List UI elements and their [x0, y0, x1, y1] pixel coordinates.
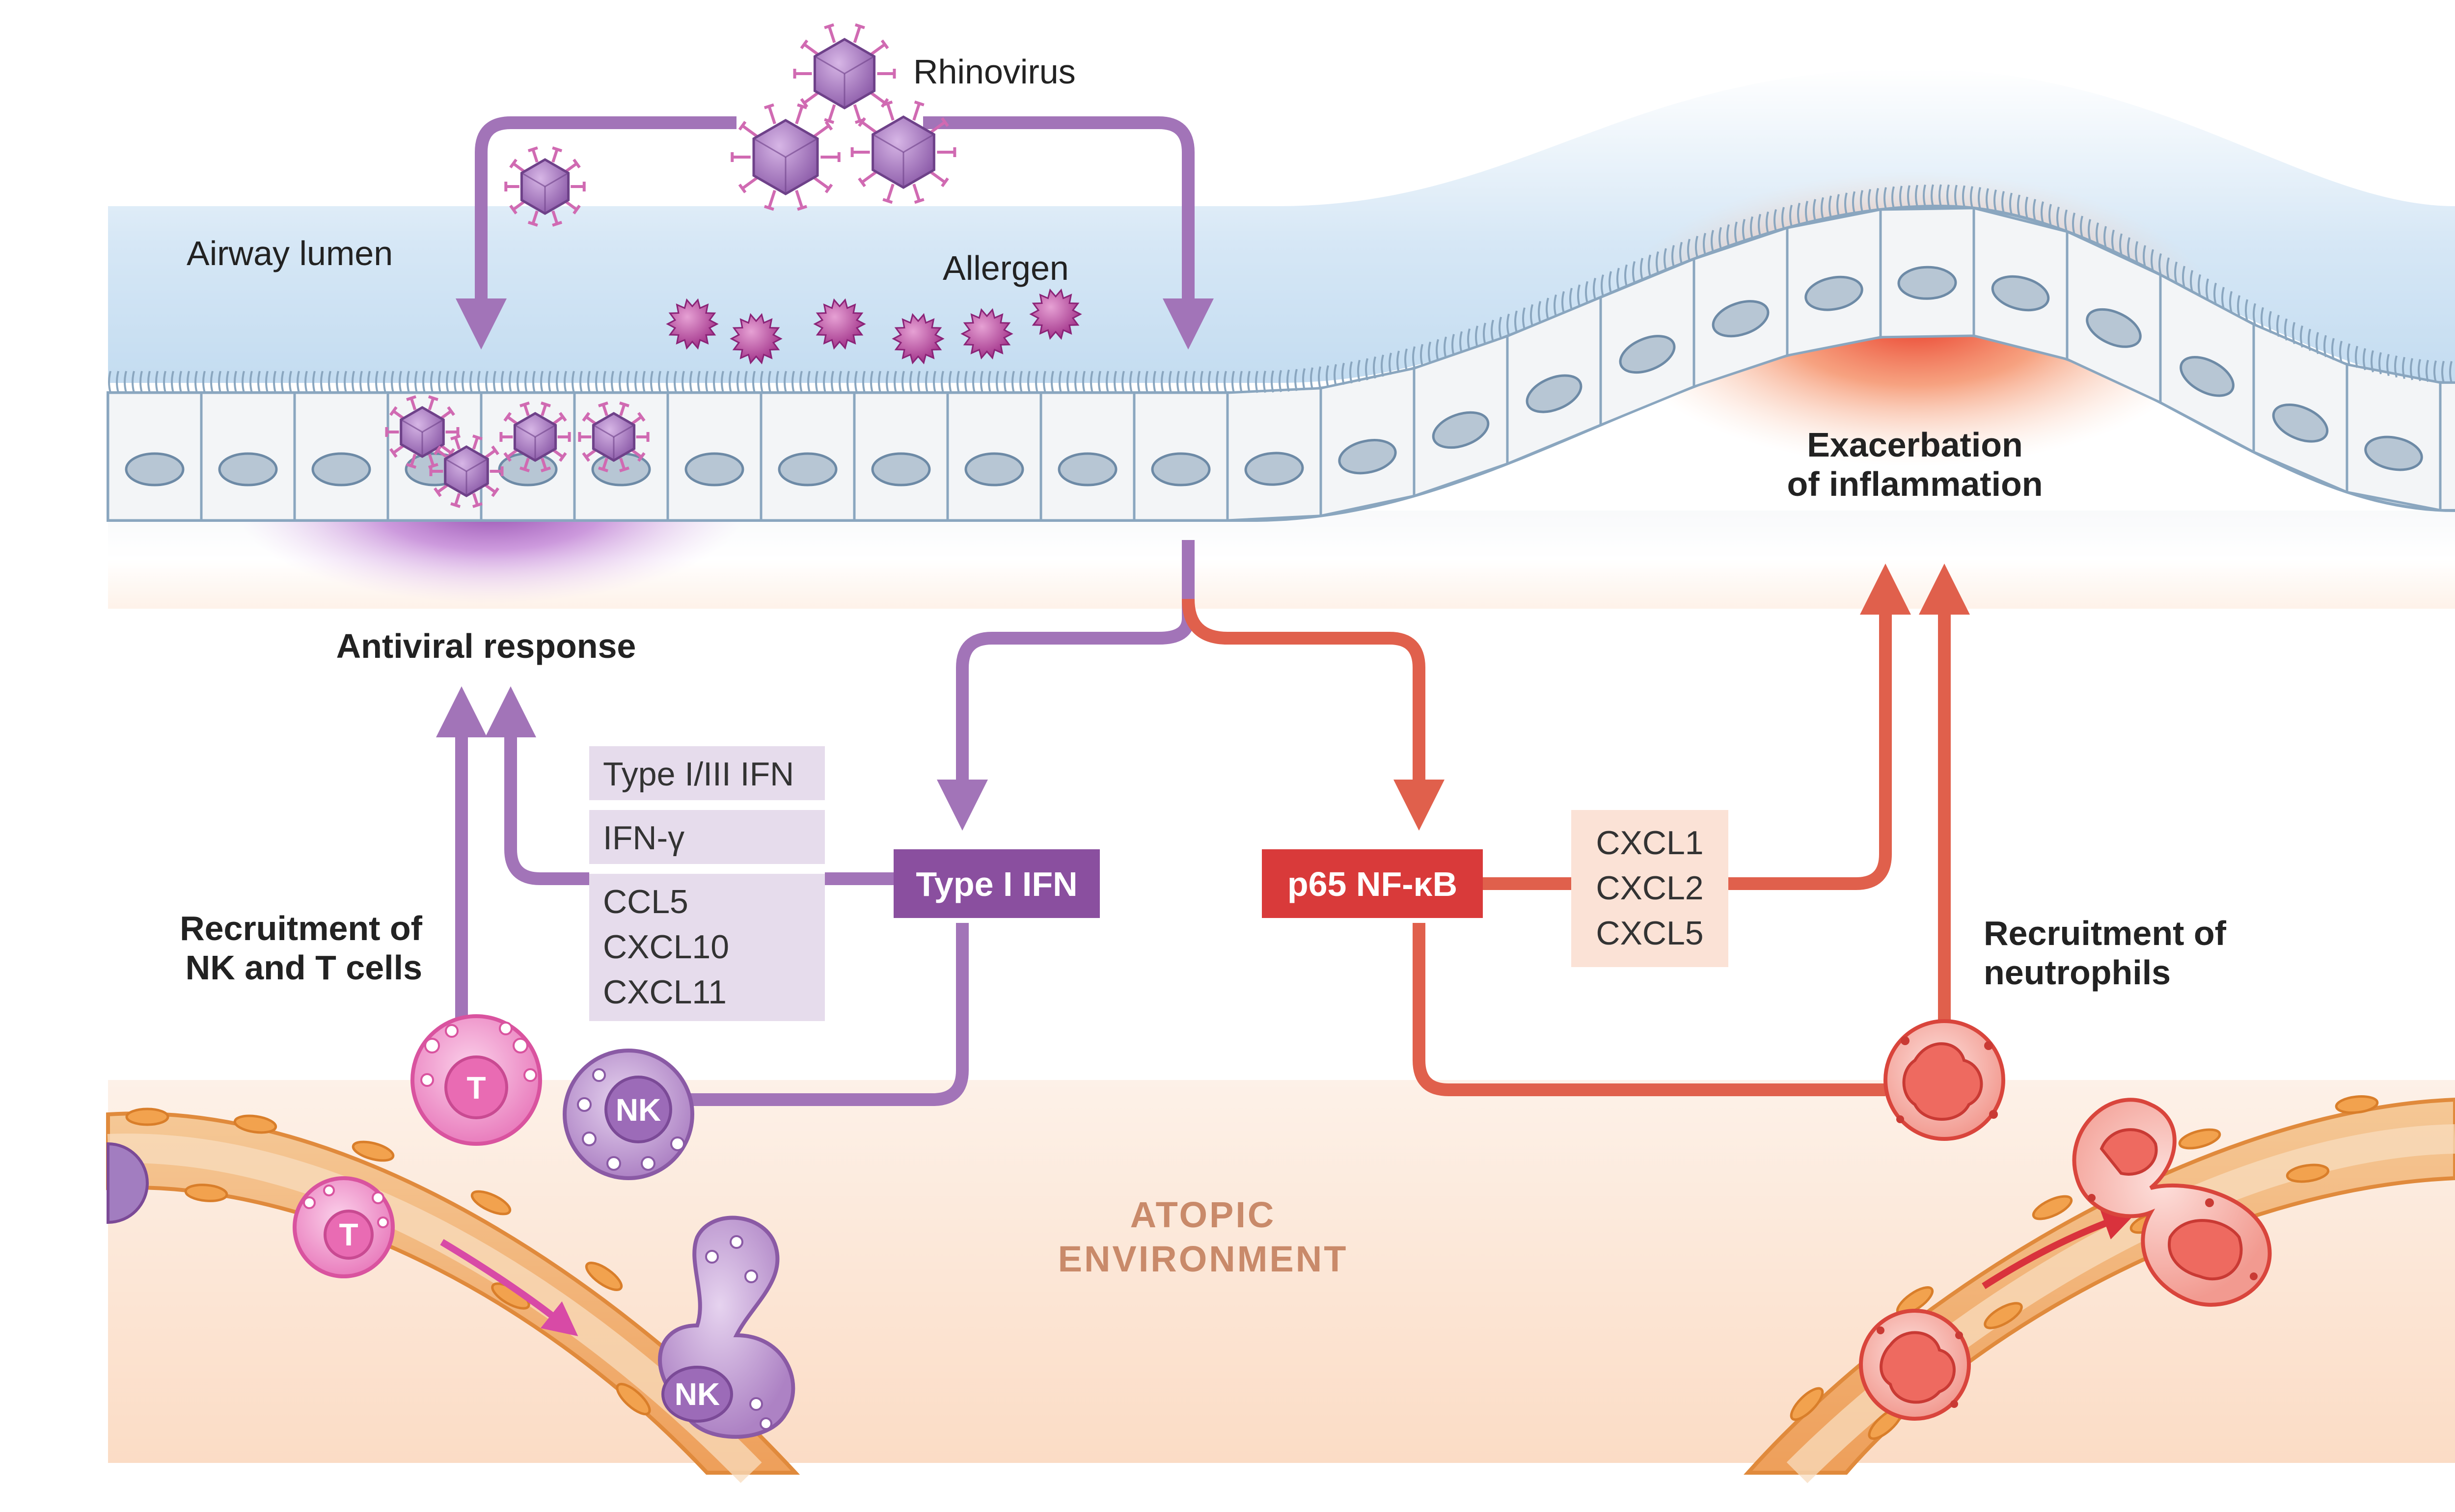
rhinovirus-particle [504, 146, 586, 227]
t-cell-in-vessel-label: T [339, 1217, 358, 1252]
neutrophil-migration-arrow [1982, 1207, 2137, 1289]
nk-cell-extravasating-label: NK [675, 1377, 720, 1412]
recruit-neutrophil-label-1: Recruitment of [1984, 914, 2227, 952]
t-cell-in-vessel: T [293, 1176, 395, 1278]
rhinovirus-particle [793, 23, 896, 124]
ifn-list-item-2: IFN-γ [603, 819, 684, 857]
type1-ifn-label: Type I IFN [916, 865, 1077, 903]
atopic-label-1: ATOPIC [1130, 1194, 1276, 1235]
cell-nucleus [1619, 335, 1676, 374]
type1-ifn-box: Type I IFN [894, 849, 1100, 918]
cell-nucleus [1338, 439, 1397, 475]
cell-nucleus [218, 452, 278, 486]
cell-nucleus [2364, 435, 2423, 471]
cell-nucleus [871, 452, 931, 486]
recruit-neutrophil-label-2: neutrophils [1984, 953, 2171, 992]
neutrophil [1883, 1019, 2005, 1141]
cell-nucleus [2180, 356, 2235, 397]
cell-nucleus [1526, 374, 1582, 413]
rhinovirus-particle [731, 103, 841, 211]
virus-to-left-arrow [456, 116, 736, 350]
cell-nucleus [964, 452, 1024, 486]
cell-nucleus [1151, 452, 1211, 486]
chemokine-left-1: CCL5 [603, 883, 688, 920]
rhinovirus-particle [499, 401, 571, 473]
to-nfkb-arrow [1182, 598, 1445, 831]
rhinovirus-particle [429, 434, 504, 508]
ifn-list-box: Type I/III IFN IFN-γ [589, 746, 825, 864]
atopic-label-2: ENVIRONMENT [1058, 1239, 1348, 1279]
cell-nucleus [684, 452, 744, 486]
ifn-to-nk-line [682, 923, 969, 1106]
allergen-particle [892, 313, 945, 365]
nk-cell-label: NK [616, 1092, 661, 1128]
chemokines-left-box: CCL5 CXCL10 CXCL11 [589, 874, 825, 1021]
chemokines-to-antiviral-arrow [485, 686, 589, 885]
t-cell-label: T [466, 1070, 486, 1106]
tcell-migration-arrow [440, 1239, 578, 1336]
cell-nucleus [1804, 275, 1863, 311]
cell-nucleus [311, 452, 371, 486]
rhinovirus-particle [578, 401, 650, 473]
cell-nucleus [1058, 452, 1118, 486]
cell-nucleus [1712, 300, 1770, 338]
chemokines-right-box: CXCL1 CXCL2 CXCL5 [1571, 810, 1728, 967]
nfkb-label: p65 NF-κB [1287, 865, 1457, 903]
partial-cell-left-edge [107, 1142, 149, 1224]
rhinovirus-particle [850, 100, 956, 204]
chemokine-right-3: CXCL5 [1596, 915, 1703, 952]
epithelial-cell [2439, 381, 2455, 512]
exacerbation-label-1: Exacerbation [1807, 426, 2023, 464]
cilia [108, 184, 2453, 393]
rhinovirus-particle [385, 395, 460, 469]
cell-nucleus [2272, 404, 2329, 443]
recruit-nk-label-2: NK and T cells [186, 948, 422, 987]
allergen-particle [666, 298, 719, 350]
chemokine-right-1: CXCL1 [1596, 824, 1703, 862]
to-type1-ifn-arrow [937, 618, 1195, 831]
rhinovirus-particles [385, 23, 956, 508]
nfkb-box: p65 NF-κB [1262, 849, 1483, 918]
allergen-particle [813, 298, 866, 350]
cell-nucleus [2086, 308, 2142, 348]
neutrophil-extravasating [2072, 1098, 2272, 1307]
recruit-nk-label-1: Recruitment of [180, 909, 423, 947]
chemokine-left-2: CXCL10 [603, 928, 729, 966]
cell-nucleus [778, 452, 838, 486]
virus-to-right-arrow [923, 116, 1214, 350]
allergen-particle [960, 308, 1013, 360]
chemokine-left-3: CXCL11 [603, 973, 727, 1011]
nfkb-to-neutrophil-line [1413, 923, 1885, 1096]
chemokine-right-2: CXCL2 [1596, 869, 1703, 907]
nk-cell: NK [563, 1049, 694, 1180]
cell-nucleus [1244, 452, 1304, 486]
t-cell: T [410, 1014, 542, 1146]
chemokines-to-exacerbation-arrow [1728, 564, 1911, 890]
cell-nucleus [1432, 411, 1490, 449]
allergen-particles [666, 288, 1082, 365]
allergen-label: Allergen [943, 249, 1069, 287]
airway-epithelium [107, 184, 2455, 522]
cell-nucleus [125, 452, 185, 486]
purple-pathway-arrows [436, 116, 1214, 1106]
airway-lumen-label: Airway lumen [187, 234, 393, 272]
cell-nucleus [1897, 266, 1957, 300]
antiviral-response-label: Antiviral response [336, 627, 636, 665]
nk-cell-extravasating: NK [658, 1215, 795, 1439]
allergen-particle [730, 313, 783, 365]
allergen-particle [1029, 288, 1082, 340]
cell-nucleus [1991, 275, 2050, 312]
neutrophil-in-vessel [1859, 1309, 1971, 1421]
red-pathway-arrows [1182, 564, 1970, 1096]
rhinovirus-label: Rhinovirus [913, 53, 1076, 91]
exacerbation-label-2: of inflammation [1787, 465, 2043, 503]
ifn-list-item-1: Type I/III IFN [603, 756, 794, 793]
